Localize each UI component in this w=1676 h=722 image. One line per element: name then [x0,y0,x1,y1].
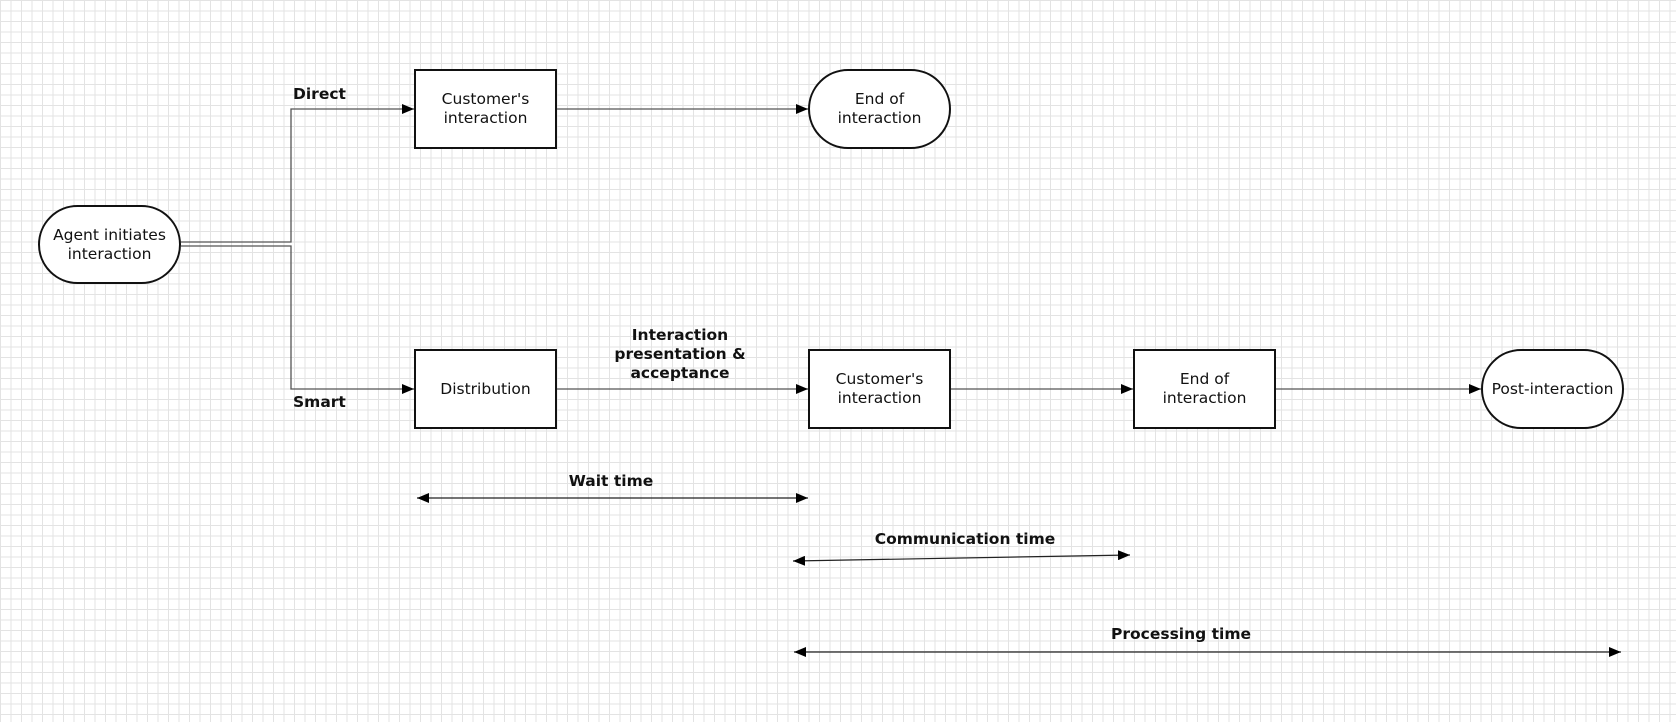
label-smart: Smart [293,393,346,411]
node-label: End of interaction [1162,370,1247,407]
label-presentation-acceptance: Interaction presentation & acceptance [614,326,746,382]
node-label: Post-interaction [1491,379,1614,398]
node-smart-end[interactable]: End of interaction [1133,349,1276,429]
communication-time-arrow [792,550,1131,566]
node-label: End of interaction [837,90,922,127]
node-label: Distribution [440,379,531,398]
label-processing-time: Processing time [1110,625,1252,643]
edge-agent-smart [181,245,414,394]
node-label: Customer's interaction [441,90,530,127]
node-direct-end[interactable]: End of interaction [808,69,951,149]
label-wait-time: Wait time [568,472,654,490]
node-label: Customer's interaction [835,370,924,407]
node-distribution[interactable]: Distribution [414,349,557,429]
node-agent-initiates[interactable]: Agent initiates interaction [38,205,181,284]
edge-agent-direct [181,104,414,243]
node-smart-customer-interaction[interactable]: Customer's interaction [808,349,951,429]
label-direct: Direct [293,85,346,103]
node-label: Agent initiates interaction [53,225,166,263]
node-direct-customer-interaction[interactable]: Customer's interaction [414,69,557,149]
label-communication-time: Communication time [874,530,1056,548]
node-post-interaction[interactable]: Post-interaction [1481,349,1624,429]
